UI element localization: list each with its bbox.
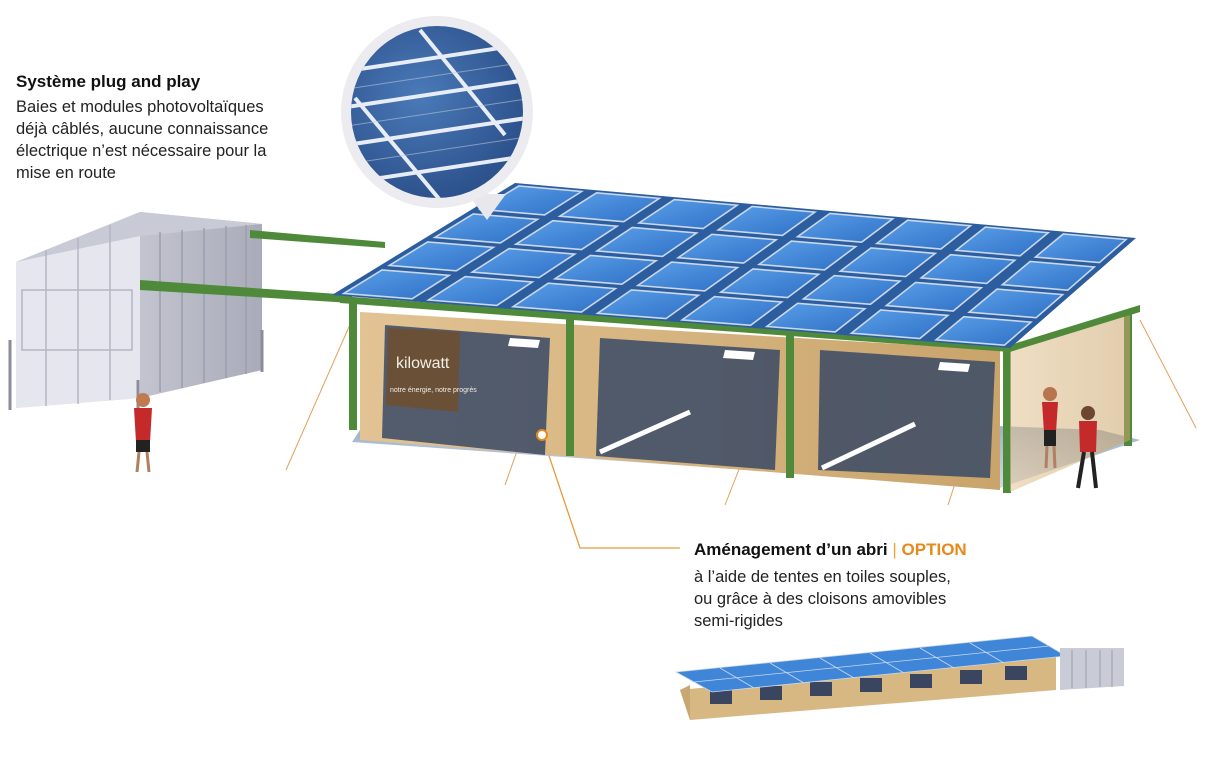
kilowatt-banner: kilowatt notre énergie, notre progrès	[386, 328, 477, 412]
solar-panel	[341, 269, 452, 300]
long-shelter-thumbnail	[674, 635, 1124, 720]
solar-panel	[679, 295, 784, 327]
solar-panel	[425, 275, 535, 307]
solar-roof	[332, 183, 1136, 348]
person-woman-left	[134, 393, 152, 473]
solar-panel	[849, 309, 950, 340]
callout-abri-body: à l’aide de tentes en toiles souples, ou…	[694, 568, 951, 630]
callout-shelter-option: Aménagement d’un abri | OPTION à l’aide …	[694, 538, 1034, 632]
banner-logo-word: kilowatt	[396, 355, 450, 372]
solar-panel	[636, 198, 740, 230]
solar-panel	[478, 185, 585, 216]
solar-panel	[919, 253, 1017, 285]
shipping-container	[8, 212, 264, 420]
solar-panel	[718, 268, 821, 299]
solar-panel	[801, 274, 903, 306]
solar-panel	[432, 213, 540, 244]
person-woman-right	[1042, 387, 1058, 469]
shelter-tent: kilowatt notre énergie, notre progrès	[340, 296, 1140, 493]
callout-anchor-dot	[536, 429, 548, 441]
solar-panel	[595, 289, 701, 320]
solar-panel	[967, 288, 1065, 319]
callout-abri-separator: |	[892, 540, 897, 559]
solar-panel	[469, 247, 578, 279]
solar-panel	[954, 226, 1051, 257]
solar-panel	[838, 247, 938, 278]
solar-panel	[716, 205, 818, 237]
solar-panel	[552, 254, 659, 286]
solar-panel	[510, 282, 618, 313]
solar-panel	[874, 219, 973, 250]
solar-panel	[635, 261, 740, 292]
solar-panel	[594, 226, 699, 258]
banner-tagline: notre énergie, notre progrès	[390, 387, 477, 394]
solar-panel	[795, 212, 895, 244]
solar-cell-magnifier	[341, 16, 533, 220]
solar-panel	[557, 191, 662, 223]
callout-plug-body: Baies et modules photovoltaïques déjà câ…	[16, 98, 269, 182]
solar-panel	[764, 302, 867, 333]
solar-panel	[386, 241, 496, 272]
solar-panel	[1000, 260, 1097, 292]
solar-panel	[933, 315, 1033, 347]
solar-panel	[884, 281, 984, 312]
callout-plug-title: Système plug and play	[16, 72, 201, 91]
connecting-beams	[140, 230, 385, 303]
callout-abri-title: Aménagement d’un abri	[694, 540, 888, 559]
solar-panel	[675, 233, 779, 264]
solar-panel	[756, 240, 858, 271]
callout-plug-and-play: Système plug and play Baies et modules p…	[16, 70, 336, 184]
option-badge: OPTION	[901, 540, 967, 559]
person-man-right	[1076, 406, 1098, 489]
solar-panel	[1033, 233, 1128, 264]
solar-panel	[513, 219, 620, 251]
